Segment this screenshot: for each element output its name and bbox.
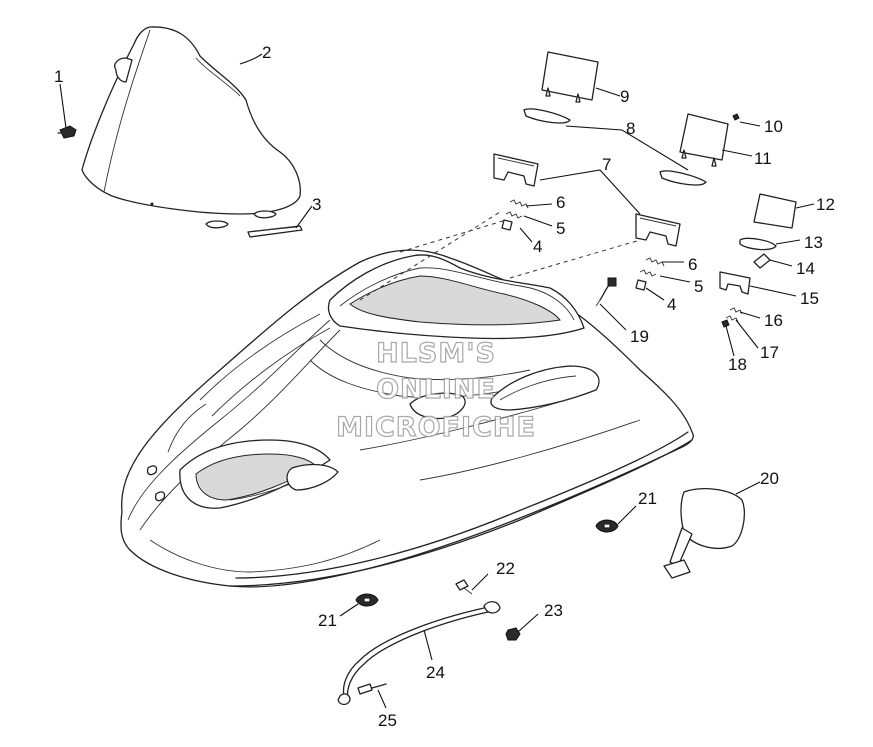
callout-17: 17 (760, 343, 779, 362)
part-12-gauge-cover (753, 193, 797, 229)
part-10-screw (732, 113, 740, 121)
part-24-tether-cable (337, 601, 501, 706)
part-6b-spring (645, 257, 665, 267)
callout-21-right: 21 (638, 489, 657, 508)
callout-15: 15 (800, 289, 819, 308)
callout-1: 1 (54, 67, 63, 86)
part-16-spring (729, 307, 743, 315)
part-14-bulb (753, 253, 771, 269)
alignment-line-left (399, 219, 507, 253)
callout-3: 3 (312, 195, 321, 214)
part-4b-plunger (635, 279, 647, 291)
callout-6b: 6 (688, 255, 697, 274)
part-5-spring-b (505, 211, 523, 219)
part-4-plunger-a (501, 219, 513, 231)
part-7-gauge-bezel (493, 153, 539, 187)
part-6-spring-a (509, 199, 529, 209)
part-18-plunger (721, 319, 730, 328)
watermark: HLSM'S ONLINE MICROFICHE (335, 337, 536, 443)
part-9-gauge-cover (541, 51, 599, 103)
part-5b-spring (639, 269, 657, 277)
part-20-mirror (663, 488, 746, 579)
hood-body (120, 249, 694, 588)
alignment-line-right (509, 239, 641, 279)
part-7b-gauge-bezel (635, 213, 681, 247)
watermark-line-3: MICROFICHE (336, 412, 536, 443)
callout-7: 7 (602, 155, 611, 174)
callout-18: 18 (728, 355, 747, 374)
callout-13: 13 (804, 233, 823, 252)
part-1-screw (57, 125, 77, 139)
callout-10: 10 (764, 117, 783, 136)
callout-14: 14 (796, 259, 815, 278)
callout-labels: 1 2 3 4 4 5 5 6 6 7 8 9 10 11 12 13 14 1… (54, 43, 835, 730)
callout-25: 25 (378, 711, 397, 730)
part-17-spring (725, 315, 739, 323)
callout-16: 16 (764, 311, 783, 330)
watermark-line-2: ONLINE (376, 374, 496, 405)
part-3-trim-strip (247, 225, 303, 238)
part-23-nut (505, 627, 521, 641)
part-8-gasket (523, 108, 571, 124)
callout-2: 2 (262, 43, 271, 62)
part-8b-gasket (659, 170, 707, 186)
callout-4a: 4 (533, 237, 542, 256)
callout-24: 24 (426, 663, 445, 682)
part-22-bolt (455, 579, 473, 595)
callout-5b: 5 (694, 277, 703, 296)
callout-23: 23 (544, 601, 563, 620)
callout-19: 19 (630, 327, 649, 346)
part-25-pin (357, 683, 387, 695)
callout-9: 9 (620, 87, 629, 106)
callout-5a: 5 (556, 219, 565, 238)
watermark-line-1: HLSM'S (376, 338, 496, 369)
part-19-wire-connector (595, 277, 617, 307)
part-13-gasket (739, 237, 777, 251)
part-2-windshield (81, 26, 301, 229)
callout-21-left: 21 (318, 611, 337, 630)
callout-4b: 4 (667, 295, 676, 314)
callout-12: 12 (816, 195, 835, 214)
leader-lines (59, 53, 815, 709)
callout-6a: 6 (556, 193, 565, 212)
part-21-clip-left (355, 593, 379, 607)
callout-8: 8 (626, 119, 635, 138)
part-21-clip-right (595, 519, 619, 533)
callout-20: 20 (760, 469, 779, 488)
part-15-bezel (719, 271, 751, 295)
part-11-gauge-cover (679, 113, 729, 167)
callout-22: 22 (496, 559, 515, 578)
callout-11: 11 (754, 149, 772, 168)
alignment-line-lower (359, 211, 501, 301)
